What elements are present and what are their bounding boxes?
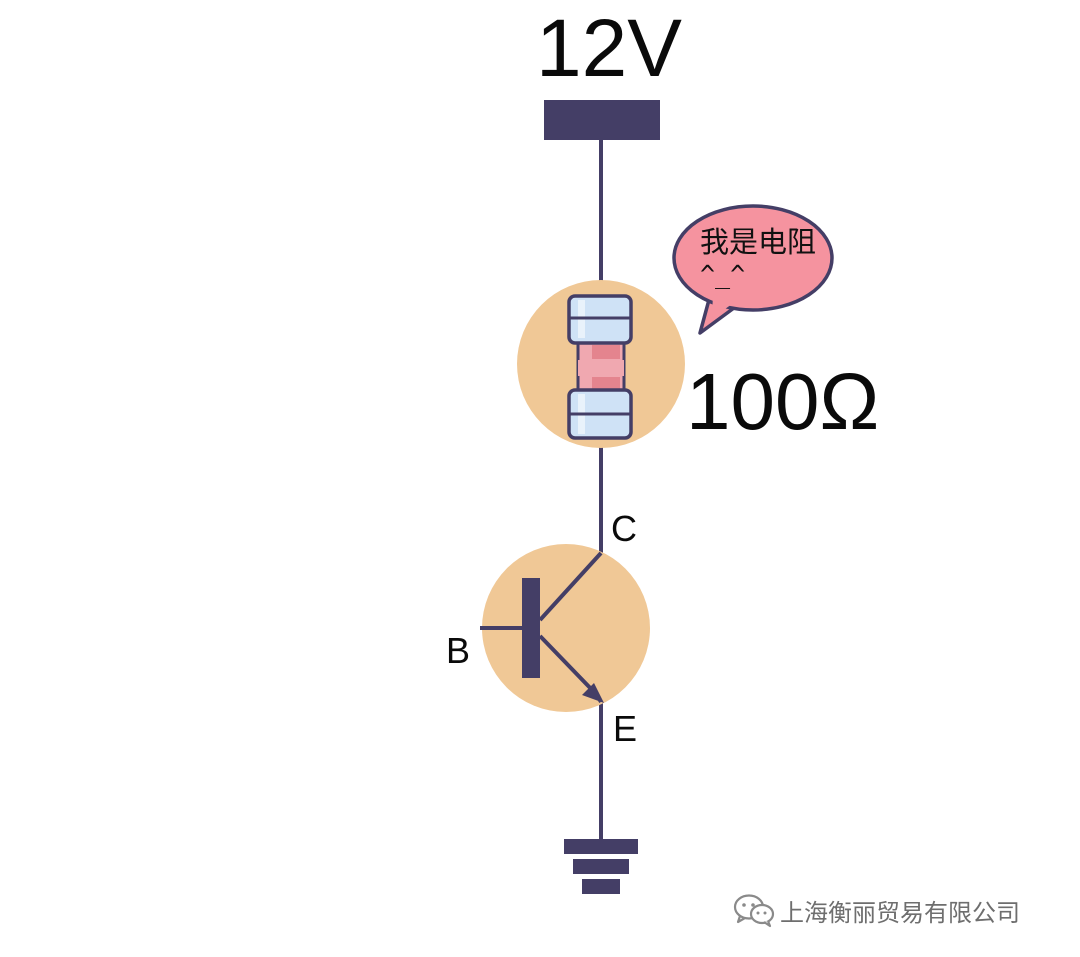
- speech-bubble-text: 我是电阻: [700, 225, 817, 259]
- emitter-label: E: [613, 708, 638, 749]
- supply-voltage-label: 12V: [536, 3, 682, 94]
- watermark: 上海衡丽贸易有限公司: [732, 892, 1020, 928]
- base-label: B: [446, 630, 471, 671]
- collector-label: C: [611, 508, 637, 549]
- supply-terminal: [544, 100, 660, 140]
- watermark-text: 上海衡丽贸易有限公司: [780, 898, 1020, 927]
- ground-symbol: [564, 839, 638, 894]
- speech-bubble: [672, 204, 834, 335]
- speech-bubble-face: ^_^: [700, 260, 746, 289]
- resistor-value-label: 100Ω: [686, 357, 880, 446]
- resistor: [567, 294, 633, 440]
- wechat-icon: [733, 894, 775, 928]
- transistor-symbol: [480, 551, 604, 704]
